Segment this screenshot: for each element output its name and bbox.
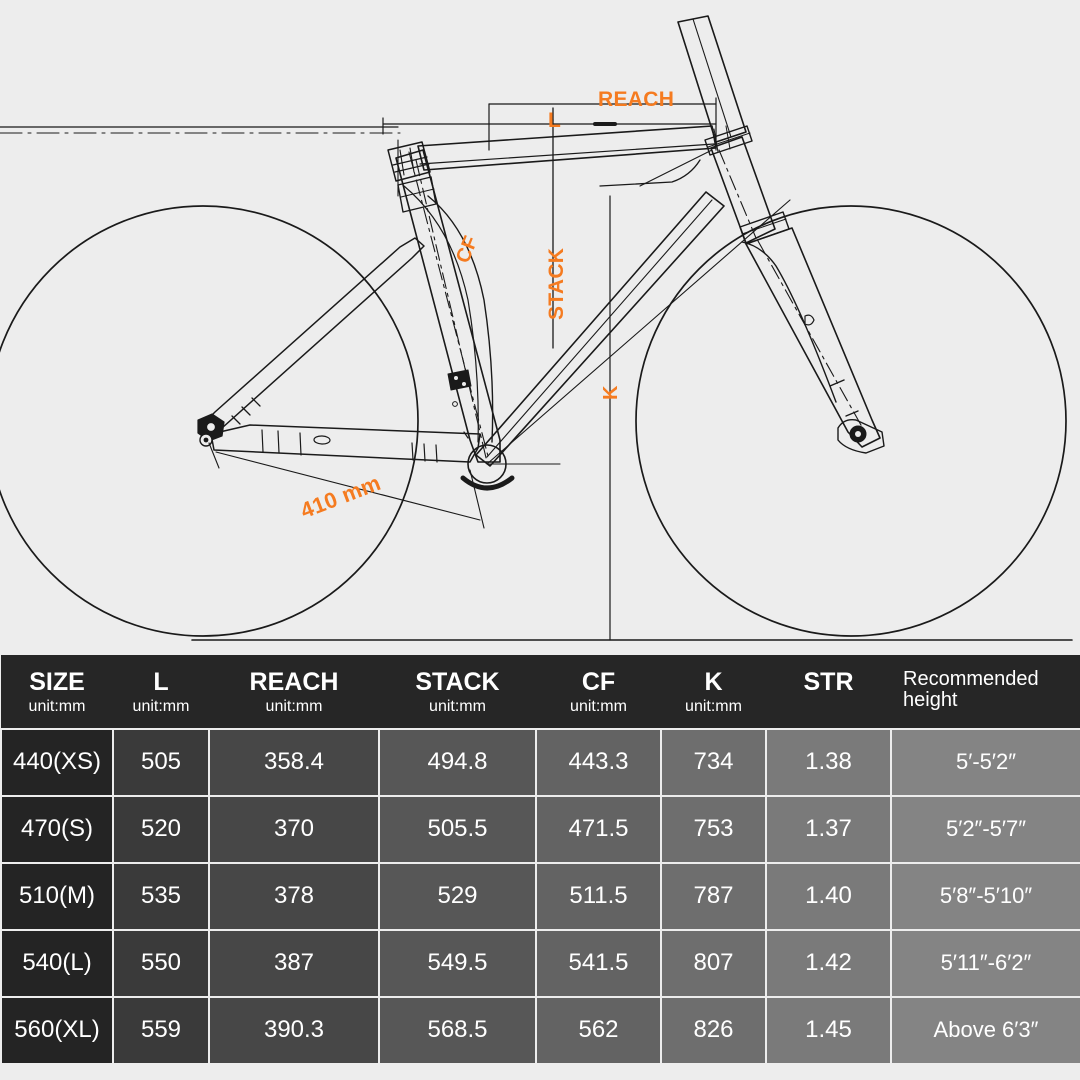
fork-crown xyxy=(741,241,837,403)
header-cf: CF unit:mm xyxy=(536,655,661,729)
reach-label: REACH xyxy=(598,88,675,111)
header-size-title: SIZE xyxy=(29,668,85,696)
cell-reach: 387 xyxy=(208,928,380,998)
header-stack-unit: unit:mm xyxy=(429,697,486,715)
cell-reach: 390.3 xyxy=(208,995,380,1065)
cell-size: 560(XL) xyxy=(0,995,114,1065)
steerer-tube xyxy=(677,15,747,143)
header-str-title: STR xyxy=(803,668,854,696)
header-size: SIZE unit:mm xyxy=(1,655,113,729)
header-recommended-height: Recommended height xyxy=(891,655,1080,729)
header-stack-title: STACK xyxy=(415,668,500,696)
cell-str: 1.37 xyxy=(765,794,892,864)
cell-k: 787 xyxy=(660,861,767,931)
cell-stack: 529 xyxy=(378,861,537,931)
headset-top-cup xyxy=(704,125,753,156)
cell-height: Above 6′3″ xyxy=(890,995,1080,1065)
seat-clamp xyxy=(387,141,431,182)
cell-str: 1.42 xyxy=(765,928,892,998)
table-header-row: SIZE unit:mm L unit:mm REACH unit:mm STA… xyxy=(1,655,1080,729)
header-size-unit: unit:mm xyxy=(28,697,86,715)
header-cf-unit: unit:mm xyxy=(570,697,627,715)
cell-str: 1.40 xyxy=(765,861,892,931)
header-str: STR xyxy=(766,655,891,729)
cell-cf: 541.5 xyxy=(535,928,662,998)
geometry-table: SIZE unit:mm L unit:mm REACH unit:mm STA… xyxy=(0,655,1080,1065)
cell-k: 734 xyxy=(660,727,767,797)
seat-stay xyxy=(204,237,425,429)
cell-height: 5′2″-5′7″ xyxy=(890,794,1080,864)
header-reach-unit: unit:mm xyxy=(265,697,323,715)
fork-blade xyxy=(745,227,881,448)
header-recommended-height-title: Recommended height xyxy=(903,668,1039,712)
cell-k: 807 xyxy=(660,928,767,998)
stack-label: STACK xyxy=(545,247,568,320)
cell-cf: 562 xyxy=(535,995,662,1065)
cell-str: 1.45 xyxy=(765,995,892,1065)
cell-cf: 471.5 xyxy=(535,794,662,864)
cell-reach: 370 xyxy=(208,794,380,864)
cell-l: 550 xyxy=(112,928,210,998)
cell-reach: 358.4 xyxy=(208,727,380,797)
cell-size: 510(M) xyxy=(0,861,114,931)
k-label: K xyxy=(600,385,622,400)
cell-l: 520 xyxy=(112,794,210,864)
chain-stay xyxy=(210,424,481,463)
l-label: L xyxy=(548,109,562,132)
cell-str: 1.38 xyxy=(765,727,892,797)
head-tube xyxy=(710,136,776,244)
header-l-unit: unit:mm xyxy=(132,697,190,715)
header-k: K unit:mm xyxy=(661,655,766,729)
cell-stack: 549.5 xyxy=(378,928,537,998)
cell-size: 540(L) xyxy=(0,928,114,998)
top-tube xyxy=(417,125,717,171)
cell-size: 440(XS) xyxy=(0,727,114,797)
header-stack: STACK unit:mm xyxy=(379,655,536,729)
cell-stack: 568.5 xyxy=(378,995,537,1065)
cell-reach: 378 xyxy=(208,861,380,931)
front-wheel-outline xyxy=(635,205,1067,637)
cell-l: 535 xyxy=(112,861,210,931)
cell-stack: 505.5 xyxy=(378,794,537,864)
bike-geometry-diagram: REACH L STACK CF K 410 mm xyxy=(0,15,1073,641)
cell-l: 505 xyxy=(112,727,210,797)
header-k-title: K xyxy=(704,668,723,696)
seat-tube xyxy=(395,149,501,463)
header-reach: REACH unit:mm xyxy=(209,655,379,729)
cell-k: 826 xyxy=(660,995,767,1065)
cell-height: 5′8″-5′10″ xyxy=(890,861,1080,931)
chainstay-dim-line xyxy=(215,451,481,521)
header-cf-title: CF xyxy=(581,668,616,696)
header-l: L unit:mm xyxy=(113,655,209,729)
cell-height: 5′11″-6′2″ xyxy=(890,928,1080,998)
cell-cf: 443.3 xyxy=(535,727,662,797)
rear-wheel-outline xyxy=(0,205,419,637)
cell-k: 753 xyxy=(660,794,767,864)
cf-dim-line xyxy=(415,159,488,463)
header-reach-title: REACH xyxy=(249,668,339,696)
header-k-unit: unit:mm xyxy=(685,697,742,715)
bike-line-drawing xyxy=(0,15,1073,641)
cell-cf: 511.5 xyxy=(535,861,662,931)
cell-l: 559 xyxy=(112,995,210,1065)
k-diagonal xyxy=(486,199,791,465)
cell-stack: 494.8 xyxy=(378,727,537,797)
cell-size: 470(S) xyxy=(0,794,114,864)
cell-height: 5′-5′2″ xyxy=(890,727,1080,797)
header-l-title: L xyxy=(153,668,169,696)
down-tube xyxy=(475,191,725,467)
front-dropout xyxy=(837,418,885,454)
seat-tube-cutout xyxy=(427,195,494,443)
